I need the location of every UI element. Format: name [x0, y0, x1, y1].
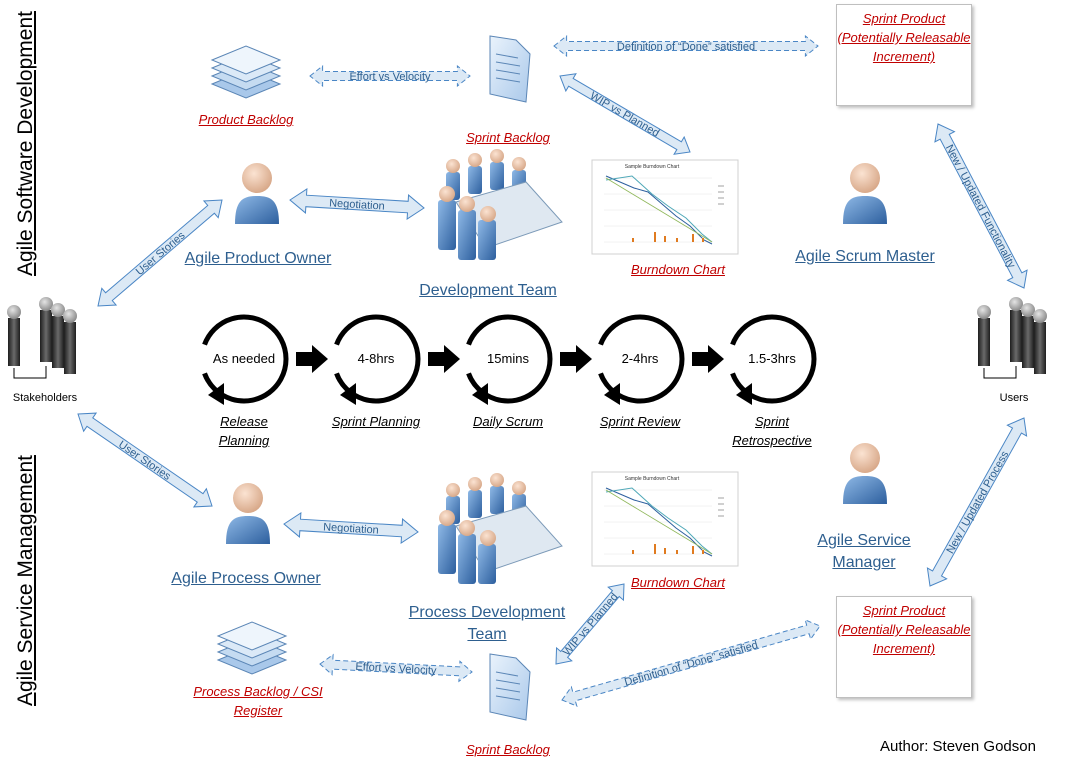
product-owner-person-icon — [235, 163, 279, 224]
cycle-circle-4 — [598, 314, 685, 405]
arrow-done-bottom — [561, 619, 821, 707]
cycle-duration-4: 2-4hrs — [621, 351, 659, 366]
side-heading-service-management: Agile Service Management — [14, 455, 37, 706]
arrow-user-stories-top — [97, 199, 223, 307]
burndown-chart-bottom-label: Burndown Chart — [631, 575, 725, 590]
service-manager-person-icon — [843, 443, 887, 504]
sprint-backlog-bottom-document-icon — [489, 653, 531, 721]
scrum-master-person-icon — [843, 163, 887, 224]
process-backlog-label: Process Backlog / CSI Register — [193, 684, 323, 718]
burndown-chart-title: Sample Burndown Chart — [625, 164, 680, 170]
arrow-label-effort-top: Effort vs Velocity — [349, 71, 431, 83]
arrow-effort-bottom — [319, 653, 473, 683]
arrow-effort-top — [309, 64, 471, 88]
sprint-backlog-document-icon — [489, 35, 531, 103]
users-group-icon — [977, 297, 1047, 379]
arrow-label-user-stories-bottom: User Stories — [116, 439, 173, 483]
flow-arrow-2 — [428, 345, 460, 373]
process-development-team-label: Process Development Team — [408, 604, 566, 643]
cycle-event-3: Daily Scrum — [472, 414, 544, 429]
flow-arrow-1 — [296, 345, 328, 373]
stakeholders-group-icon — [7, 297, 77, 379]
burndown-chart-bottom-title: Sample Burndown Chart — [625, 476, 680, 482]
arrow-label-negotiation-top: Negotiation — [329, 197, 385, 212]
cycle-circle-1 — [202, 314, 289, 405]
service-manager-label: Agile Service Manager — [817, 532, 911, 571]
sprint-product-box: Sprint Product (Potentially Releasable I… — [836, 4, 972, 106]
stakeholders-label: Stakeholders — [12, 392, 78, 404]
arrow-label-wip-top: WIP vs Planned — [588, 90, 661, 140]
arrow-new-process — [926, 417, 1028, 587]
arrow-wip-bottom — [555, 583, 625, 665]
cycle-circle-5 — [730, 314, 817, 405]
process-backlog-stack-icon — [216, 621, 288, 675]
cycle-event-1: Release Planning — [218, 414, 270, 448]
cycle-duration-3: 15mins — [487, 351, 529, 366]
users-label: Users — [999, 392, 1029, 404]
cycle-event-4: Sprint Review — [599, 414, 681, 429]
flow-arrow-3 — [560, 345, 592, 373]
sprint-backlog-label: Sprint Backlog — [466, 130, 550, 145]
development-team-icon — [438, 149, 563, 260]
arrow-new-functionality — [934, 123, 1028, 289]
product-backlog-stack-icon — [210, 45, 282, 99]
cycle-duration-2: 4-8hrs — [357, 351, 395, 366]
author-credit: Author: Steven Godson — [880, 738, 1036, 755]
arrow-label-done-bottom: Definition of “Done” satisfied — [623, 639, 759, 689]
arrow-label-new-functionality: New / Updated Functionality — [943, 143, 1018, 271]
side-heading-software-development: Agile Software Development — [14, 11, 37, 276]
process-owner-label: Agile Process Owner — [171, 570, 321, 587]
sprint-product-bottom-box: Sprint Product (Potentially Releasable I… — [836, 596, 972, 698]
cycle-duration-5: 1.5-3hrs — [748, 351, 796, 366]
development-team-label: Development Team — [419, 282, 557, 299]
arrow-negotiation-bottom — [283, 512, 419, 544]
scrum-master-label: Agile Scrum Master — [795, 248, 935, 265]
cycle-event-5: Sprint Retrospective — [732, 414, 812, 448]
arrow-wip-top — [559, 73, 691, 155]
arrow-negotiation-top — [289, 188, 425, 220]
cycle-event-2: Sprint Planning — [331, 414, 421, 429]
flow-arrow-4 — [692, 345, 724, 373]
process-development-team-icon — [438, 473, 563, 584]
product-owner-label: Agile Product Owner — [184, 250, 332, 267]
process-owner-person-icon — [226, 483, 270, 544]
arrow-label-new-process: New / Updated Process — [944, 449, 1011, 556]
arrow-label-done-top: Definition of “Done” satisfied — [617, 41, 755, 53]
arrow-done-top — [553, 34, 819, 58]
sprint-backlog-bottom-label: Sprint Backlog — [466, 742, 550, 757]
burndown-chart-thumbnail: Sample Burndown Chart — [591, 159, 739, 255]
arrow-label-effort-bottom: Effort vs Velocity — [355, 661, 437, 677]
burndown-chart-bottom-thumbnail: Sample Burndown Chart — [591, 471, 739, 567]
sprint-product-bottom-label: Sprint Product (Potentially Releasable I… — [837, 603, 971, 656]
cycle-circle-3 — [466, 314, 553, 405]
sprint-product-label: Sprint Product (Potentially Releasable I… — [837, 11, 971, 64]
cycle-duration-1: As needed — [212, 351, 276, 366]
cycle-circle-2 — [334, 314, 421, 405]
arrow-label-negotiation-bottom: Negotiation — [323, 521, 379, 536]
product-backlog-label: Product Backlog — [198, 112, 294, 127]
burndown-chart-label: Burndown Chart — [631, 262, 725, 277]
arrow-user-stories-bottom — [77, 412, 213, 508]
